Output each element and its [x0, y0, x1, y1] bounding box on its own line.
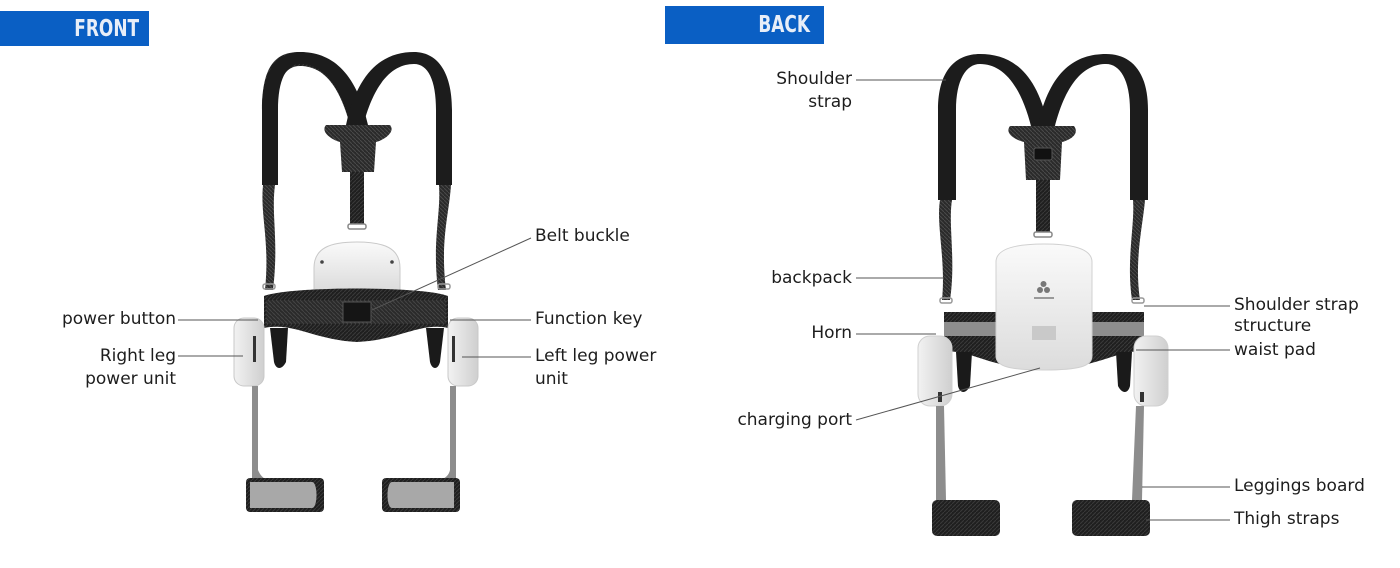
label-belt-buckle: Belt buckle — [535, 225, 630, 248]
label-text: power unit — [85, 369, 176, 389]
label-shoulder-strap: Shoulder strap — [776, 68, 852, 114]
back-title: BACK — [758, 12, 810, 38]
label-shoulder-strap-structure: Shoulder strap structure — [1234, 295, 1359, 337]
label-text: waist pad — [1234, 340, 1316, 360]
label-text: Leggings board — [1234, 476, 1365, 496]
label-text: Right leg — [99, 346, 176, 366]
label-right-leg-power-unit: Right leg power unit — [85, 345, 176, 391]
label-leggings-board: Leggings board — [1234, 475, 1365, 498]
brand-logo-icon — [1034, 281, 1054, 299]
front-view-tag: FRONT — [0, 11, 149, 46]
front-device — [233, 52, 479, 512]
label-text: backpack — [771, 268, 852, 288]
label-backpack: backpack — [771, 267, 852, 290]
label-text: Shoulder strap — [1234, 295, 1359, 315]
label-text: Function key — [535, 309, 643, 329]
back-device — [917, 54, 1169, 536]
label-text: Shoulder — [776, 69, 852, 89]
label-text: Belt buckle — [535, 226, 630, 246]
label-text: power button — [61, 309, 176, 329]
label-text: strap — [808, 92, 852, 112]
front-title: FRONT — [74, 15, 139, 42]
label-text: Thigh straps — [1234, 509, 1340, 529]
label-thigh-straps: Thigh straps — [1234, 508, 1339, 531]
label-power-button: power button — [62, 308, 176, 331]
label-text: Left leg power — [535, 346, 657, 366]
back-leader-lines — [855, 79, 1230, 521]
front-leader-lines — [178, 237, 532, 358]
label-left-leg-power-unit: Left leg power unit — [535, 345, 656, 391]
label-horn: Horn — [811, 322, 852, 345]
label-text: structure — [1234, 316, 1312, 336]
label-text: charging port — [737, 410, 852, 430]
label-text: Horn — [811, 323, 852, 343]
back-view-tag: BACK — [665, 6, 824, 44]
label-text: unit — [535, 369, 568, 389]
label-waist-pad: waist pad — [1234, 339, 1316, 362]
label-charging-port: charging port — [737, 409, 852, 432]
label-function-key: Function key — [535, 308, 642, 331]
